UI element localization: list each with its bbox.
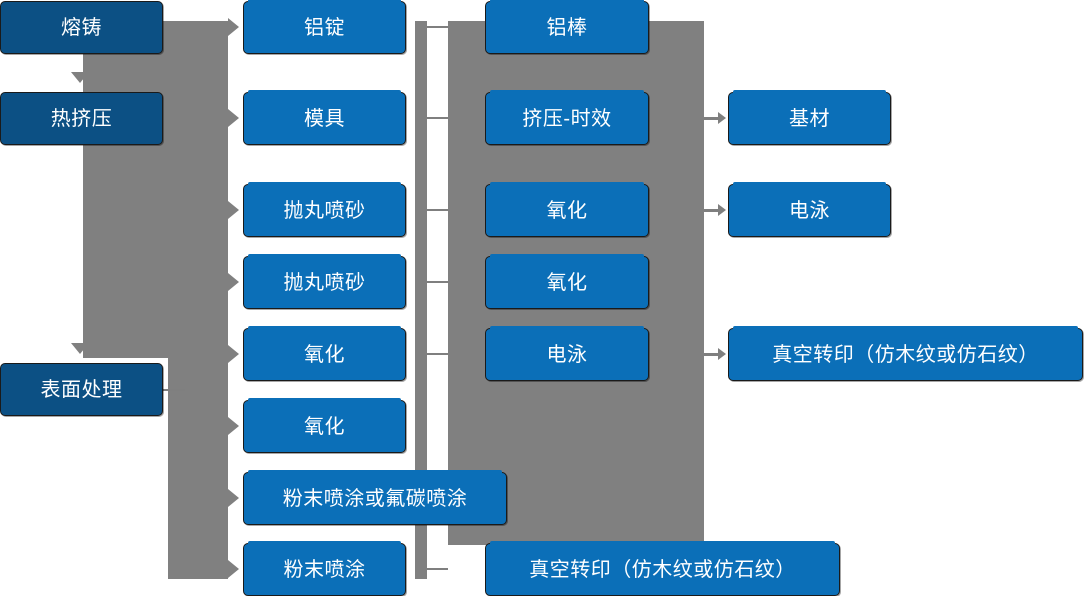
middle-bracket-rail bbox=[415, 21, 427, 579]
node-rejiya-label: 热挤压 bbox=[50, 107, 113, 130]
node-yanghua-col2-2-label: 氧化 bbox=[304, 415, 345, 438]
node-paowanpensha-1-label: 抛丸喷砂 bbox=[283, 199, 366, 222]
node-paowanpensha-1[interactable]: 抛丸喷砂 bbox=[243, 182, 406, 237]
node-yanghua-col3-1[interactable]: 氧化 bbox=[485, 182, 649, 237]
node-rejiya[interactable]: 热挤压 bbox=[0, 92, 163, 145]
left-arrow-to-yanghua1-icon bbox=[228, 345, 239, 363]
left-bracket-body bbox=[83, 21, 228, 358]
node-zhenkongzhuanyin-right[interactable]: 真空转印（仿木纹或仿石纹） bbox=[728, 326, 1083, 381]
node-lvding-label: 铝锭 bbox=[304, 16, 345, 39]
node-fenmopentu-or-futan-label: 粉末喷涂或氟碳喷涂 bbox=[282, 487, 468, 510]
node-yanghua-col3-1-label: 氧化 bbox=[546, 199, 588, 222]
node-yanghua-col3-2[interactable]: 氧化 bbox=[485, 254, 649, 309]
node-biaomianchuli-label: 表面处理 bbox=[40, 378, 123, 401]
left-arrow-to-fenmo1-icon bbox=[228, 489, 239, 507]
left-arrow-to-fenmo2-icon bbox=[228, 560, 239, 578]
node-lvding[interactable]: 铝锭 bbox=[243, 0, 406, 54]
node-lvbang[interactable]: 铝棒 bbox=[485, 0, 649, 54]
node-muju-label: 模具 bbox=[304, 107, 345, 130]
node-biaomianchuli[interactable]: 表面处理 bbox=[0, 363, 163, 416]
stage-flow-arrow-2-icon bbox=[71, 343, 89, 354]
node-paowanpensha-2-label: 抛丸喷砂 bbox=[283, 271, 366, 294]
node-rongzhu-label: 熔铸 bbox=[61, 16, 102, 39]
node-muju[interactable]: 模具 bbox=[243, 90, 406, 145]
middle-stub-6 bbox=[427, 568, 448, 570]
left-bracket-stem bbox=[168, 358, 228, 579]
left-arrow-to-yanghua2-icon bbox=[228, 417, 239, 435]
left-arrow-to-paowan1-icon bbox=[228, 201, 239, 219]
middle-stub-2 bbox=[427, 117, 448, 119]
node-yanghua-col2-2[interactable]: 氧化 bbox=[243, 398, 406, 453]
node-zhenkongzhuanyin-right-label: 真空转印（仿木纹或仿石纹） bbox=[772, 343, 1039, 366]
node-dianyong-col3[interactable]: 电泳 bbox=[485, 326, 649, 381]
surface-treatment-connector bbox=[163, 389, 185, 391]
left-arrow-to-lvding-icon bbox=[228, 18, 239, 36]
node-fenmopentu-label: 粉末喷涂 bbox=[283, 558, 366, 581]
node-paowanpensha-2[interactable]: 抛丸喷砂 bbox=[243, 254, 406, 309]
node-zhenkongzhuanyin-bottom-label: 真空转印（仿木纹或仿石纹） bbox=[529, 558, 796, 581]
stage-flow-arrow-1-icon bbox=[71, 72, 89, 83]
node-fenmopentu-or-futan[interactable]: 粉末喷涂或氟碳喷涂 bbox=[243, 470, 507, 525]
node-jicai[interactable]: 基材 bbox=[728, 90, 891, 145]
left-arrow-to-paowan2-icon bbox=[228, 273, 239, 291]
middle-stub-1 bbox=[427, 26, 448, 28]
node-yanghua-col2-1[interactable]: 氧化 bbox=[243, 326, 406, 381]
left-arrow-to-muju-icon bbox=[228, 109, 239, 127]
node-dianyong-col3-label: 电泳 bbox=[546, 343, 588, 366]
node-fenmopentu[interactable]: 粉末喷涂 bbox=[243, 541, 406, 596]
middle-stub-5 bbox=[427, 353, 448, 355]
middle-stub-3 bbox=[427, 209, 448, 211]
node-yanghua-col2-1-label: 氧化 bbox=[304, 343, 345, 366]
node-dianyong-col4-label: 电泳 bbox=[789, 199, 830, 222]
node-jiya-shixiao-label: 挤压-时效 bbox=[522, 107, 612, 130]
node-jicai-label: 基材 bbox=[789, 107, 830, 130]
node-zhenkongzhuanyin-bottom[interactable]: 真空转印（仿木纹或仿石纹） bbox=[485, 541, 840, 596]
node-rongzhu[interactable]: 熔铸 bbox=[0, 1, 163, 54]
node-lvbang-label: 铝棒 bbox=[546, 16, 588, 39]
node-dianyong-col4[interactable]: 电泳 bbox=[728, 182, 891, 237]
node-yanghua-col3-2-label: 氧化 bbox=[546, 271, 588, 294]
middle-stub-4 bbox=[427, 281, 448, 283]
output-arrow-dianyong bbox=[704, 203, 726, 217]
node-jiya-shixiao[interactable]: 挤压-时效 bbox=[485, 90, 649, 145]
output-arrow-jicai bbox=[704, 111, 726, 125]
output-arrow-zhuanyin bbox=[704, 347, 726, 361]
